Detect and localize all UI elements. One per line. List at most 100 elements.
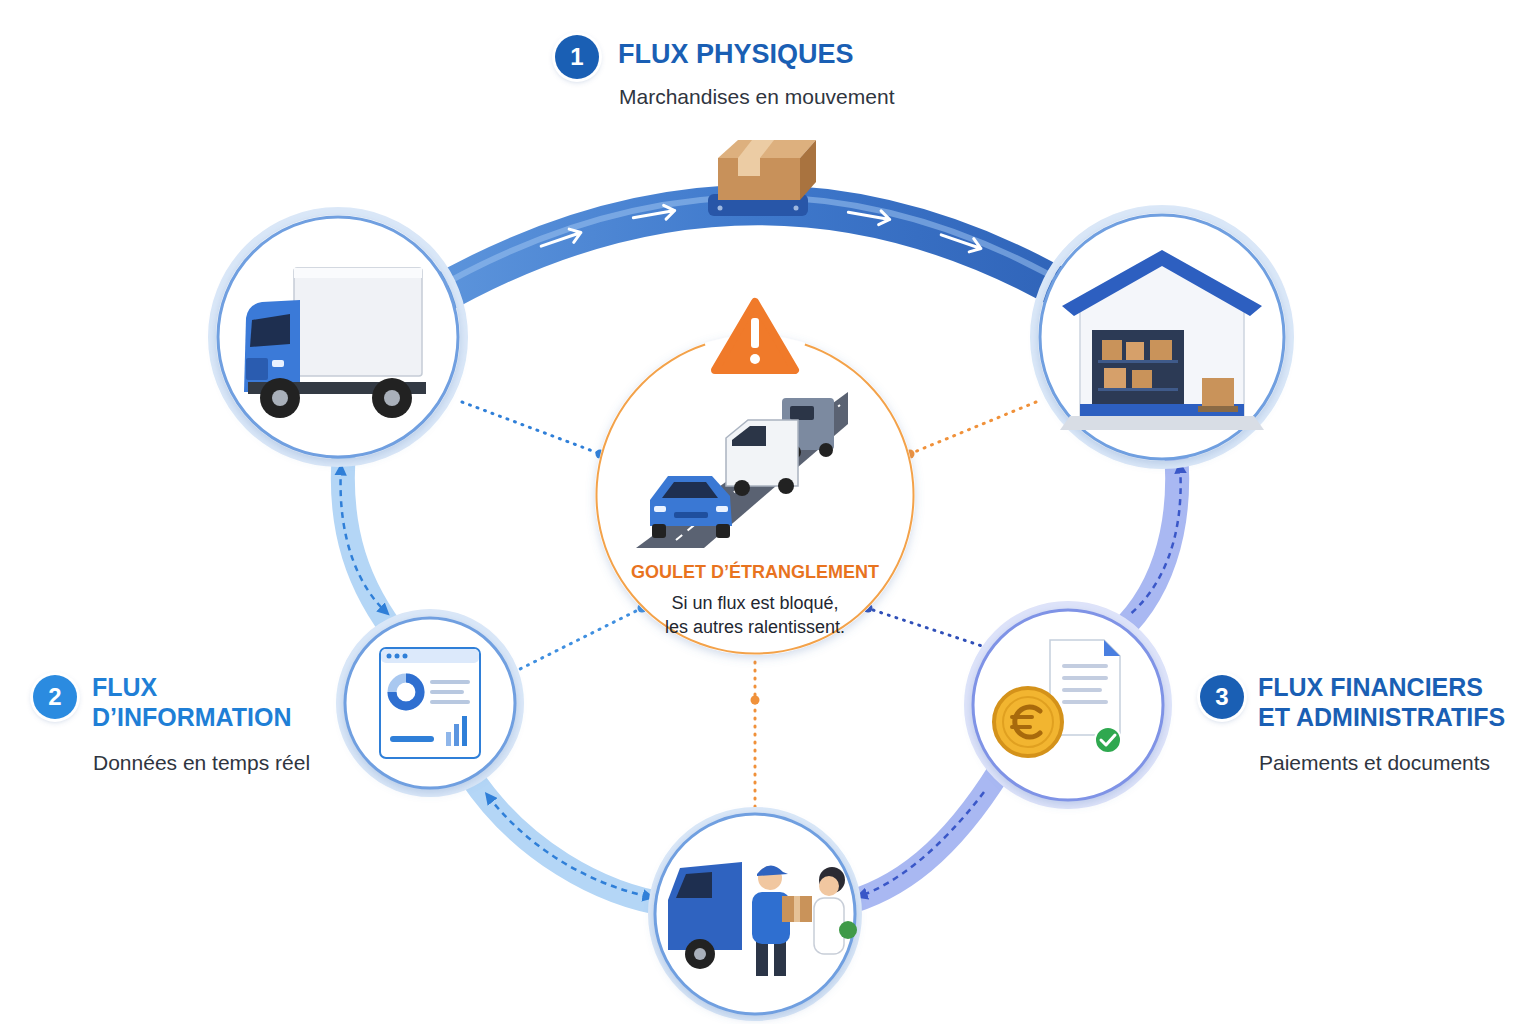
donut-segment [392, 678, 420, 706]
icon-circle [655, 814, 855, 1014]
window-dot [395, 654, 400, 659]
parcel [782, 896, 812, 922]
flow-dashed-arrow [341, 468, 386, 612]
dotted-line [462, 402, 598, 453]
truck-grille [246, 358, 268, 380]
callout-number-text: 1 [570, 45, 583, 69]
customer-body [814, 898, 844, 954]
warning-triangle [715, 302, 795, 370]
headlight [716, 506, 728, 512]
text-line [1062, 664, 1108, 668]
truck-box [294, 268, 422, 376]
text-line [430, 680, 470, 684]
flow-chevron [539, 226, 583, 253]
pallet-box [1202, 378, 1234, 406]
flow-band [470, 775, 670, 905]
window-dot [387, 654, 392, 659]
wheel [652, 524, 666, 538]
circle-halo [212, 211, 464, 463]
flow-band [1110, 440, 1177, 640]
flow-dashed-arrow [1128, 466, 1181, 616]
icon-circle [218, 217, 458, 457]
dotted-line [912, 402, 1036, 453]
wheel [819, 443, 833, 457]
circle-ground [595, 335, 915, 655]
stock-box [1150, 340, 1172, 360]
warning-bar [751, 318, 759, 348]
bottleneck-picture [595, 302, 915, 655]
icon-circle [345, 618, 515, 788]
van-window [676, 872, 712, 898]
callout-number: 1 [555, 35, 599, 79]
stock-box [1104, 368, 1126, 388]
circle-halo [968, 605, 1168, 805]
text-line [430, 700, 470, 704]
callout-number: 3 [1200, 675, 1244, 719]
courier-cap [757, 865, 788, 876]
euro-symbol [1015, 707, 1040, 737]
truck-window [790, 406, 814, 420]
van-window [732, 426, 766, 446]
flow-heading: FLUX FINANCIERS ET ADMINISTRATIFS [1258, 672, 1514, 732]
bar [462, 716, 467, 746]
warehouse-apron [1060, 416, 1264, 430]
icon-circle [973, 610, 1163, 800]
warehouse-icon [1034, 209, 1290, 465]
parcel-tape [738, 158, 760, 176]
flow-band [430, 205, 1080, 300]
coin-rim [1003, 697, 1053, 747]
text-line [430, 690, 464, 694]
car-body [650, 476, 732, 526]
callout-number-text: 3 [1215, 685, 1228, 709]
van-body [668, 862, 742, 950]
flow-dashed-arrow [488, 796, 650, 897]
bottleneck-circle: GOULET D’ÉTRANGLEMENTSi un flux est bloq… [595, 335, 915, 655]
parcel-top [718, 140, 816, 158]
flow-band [840, 770, 1000, 905]
truck-cab [244, 300, 300, 392]
dot [751, 696, 760, 705]
stock-box [1102, 340, 1122, 360]
payment-icon [968, 605, 1168, 805]
customer-head [819, 876, 839, 896]
euro-symbol-bars [1012, 717, 1032, 727]
warehouse-door [1092, 330, 1184, 416]
circle-halo [340, 613, 520, 793]
wheel [734, 480, 750, 496]
text-line [1062, 688, 1102, 692]
chevron-arrow [632, 204, 676, 225]
wheel [716, 524, 730, 538]
text-line [1062, 676, 1108, 680]
euro-coin [994, 688, 1062, 756]
flow-subtitle: Paiements et documents [1259, 750, 1490, 775]
road [636, 392, 848, 548]
dotted-line [870, 609, 988, 648]
plant [839, 921, 857, 939]
flow-heading: FLUX PHYSIQUES [618, 38, 854, 70]
flow-subtitle: Données en temps réel [93, 750, 310, 775]
wheel-hub [694, 948, 706, 960]
conveyor-bolt [794, 206, 799, 211]
flow-chevron [939, 228, 983, 255]
wheel-hub [384, 390, 400, 406]
chevron-arrow [539, 226, 583, 253]
circle-halo [1034, 209, 1290, 465]
app-window [380, 648, 480, 758]
pallet [1198, 406, 1238, 412]
stock-box [1126, 342, 1144, 360]
shelf [1098, 360, 1178, 363]
donut-chart [392, 678, 420, 706]
callout-number: 2 [33, 675, 77, 719]
dotted-line [506, 609, 640, 676]
icon-circle [1040, 215, 1284, 459]
check-badge [1095, 727, 1121, 753]
stock-box [1132, 370, 1152, 388]
parcel-side [800, 140, 816, 200]
flow-band [343, 440, 400, 640]
truck-icon [212, 211, 464, 463]
progress-bar [390, 736, 434, 742]
delivery-icon [651, 810, 859, 1018]
text-line [1062, 700, 1108, 704]
